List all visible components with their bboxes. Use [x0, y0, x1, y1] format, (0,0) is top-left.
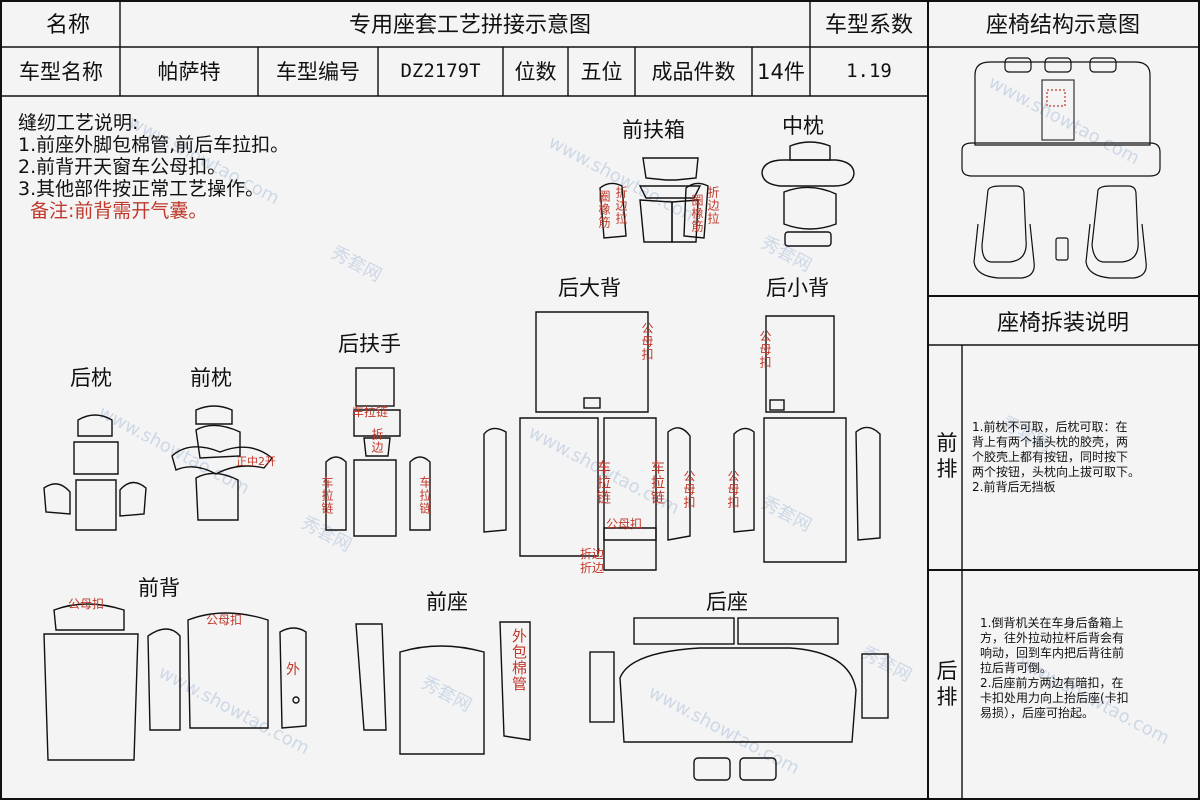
seat-structure-sketch: [961, 57, 1161, 279]
annotation-front-pillow-open: 正中2开: [236, 455, 276, 468]
rear-row-instructions: 1.倒背机关在车身后备箱上 方，往外拉动拉杆后背会有 响动，回到车内把后背往前 …: [980, 616, 1194, 721]
instruction-line: 2.后座前方两边有暗扣，在: [980, 676, 1124, 690]
instruction-line: 易损），后座可抬起。: [980, 706, 1095, 720]
annotation-armrest-fold: 折边: [370, 428, 384, 454]
annotation-armrest-zipper-right: 车拉链: [418, 476, 432, 515]
annotation-outer-cotton-tube: 外包棉管: [510, 628, 528, 692]
front-pillow-pieces: [171, 405, 273, 521]
annotation-outer: 外: [286, 662, 300, 678]
page-title: 专用座套工艺拼接示意图: [348, 13, 591, 38]
rear-row-label: 后排: [936, 659, 958, 709]
instruction-line: 方，往外拉动拉杆后背会有: [980, 631, 1125, 645]
disassembly-title: 座椅拆装说明: [996, 310, 1129, 336]
annotation-armrest-zipper: 车拉链: [352, 405, 389, 419]
instruction-line: 背上有两个插头枕的胶壳，两: [972, 435, 1129, 449]
part-label-middle-pillow: 中枕: [782, 114, 824, 138]
front-seat-pieces: [355, 621, 531, 755]
part-label-front-back: 前背: [138, 576, 180, 600]
part-label-rear-seat: 后座: [706, 590, 748, 614]
annotation-buckle-big-side: 公母扣: [682, 470, 696, 509]
structure-title: 座椅结构示意图: [985, 13, 1140, 38]
instruction-line: 卡扣处用力向上抬后座(卡扣: [980, 691, 1129, 705]
annotation-fold-edge-right: 折边拉: [706, 186, 720, 225]
model-no-value: DZ2179T: [400, 60, 481, 82]
instruction-line: 1.前枕不可取，后枕可取：在: [972, 420, 1128, 434]
notes-item: 1.前座外脚包棉管,前后车拉扣。: [18, 134, 290, 156]
name-label: 名称: [45, 13, 90, 38]
model-no-label: 车型编号: [276, 60, 360, 84]
annotation-armrest-zipper-left: 车拉链: [320, 476, 334, 515]
coef-value: 1.19: [846, 60, 892, 82]
part-label-rear-big-back: 后大背: [558, 276, 621, 300]
annotation-buckle-small-back: 公母扣: [758, 330, 772, 369]
annotation-buckle-small-side: 公母扣: [726, 470, 740, 509]
rear-pillow-pieces: [43, 414, 147, 531]
annotation-fold-1: 折边: [580, 547, 605, 561]
model-name-label: 车型名称: [19, 60, 103, 84]
annotation-buckle-big-back: 公母扣: [640, 322, 654, 361]
rear-armrest-pieces: [325, 367, 431, 537]
notes-item: 3.其他部件按正常工艺操作。: [18, 178, 265, 200]
rear-big-back-pieces: [483, 311, 691, 571]
annotation-fold-2: 折边: [580, 561, 605, 575]
model-name-value: 帕萨特: [157, 60, 221, 84]
front-row-label: 前排: [936, 431, 958, 481]
instruction-line: 两个按钮，头枕向上拔可取下。: [972, 465, 1141, 479]
annotation-buckle-big-bottom: 公母扣: [606, 517, 643, 531]
seats-label: 位数: [514, 60, 557, 84]
instruction-line: 拉后背可倒。: [980, 661, 1053, 675]
annotation-front-back-buckle-2: 公母扣: [206, 613, 243, 627]
instruction-line: 响动，回到车内把后背往前: [980, 646, 1125, 660]
notes-item: 2.前背开天窗车公母扣。: [18, 156, 227, 178]
notes-title: 缝纫工艺说明:: [18, 112, 139, 134]
annotation-zipper-big-right: 车拉链: [649, 460, 665, 505]
part-label-rear-small-back: 后小背: [766, 276, 829, 300]
seats-value: 五位: [580, 60, 623, 84]
notes-remark: 备注:前背需开气囊。: [30, 200, 208, 222]
front-row-instructions: 1.前枕不可取，后枕可取：在 背上有两个插头枕的胶壳，两 个胶壳上都有按钮，同时…: [972, 420, 1196, 495]
instruction-line: 2.前背后无挡板: [972, 480, 1056, 494]
rear-seat-pieces: [589, 617, 889, 781]
front-back-pieces: [43, 603, 307, 761]
middle-pillow-pieces: [761, 141, 855, 247]
part-label-rear-pillow: 后枕: [70, 366, 112, 390]
part-label-front-pillow: 前枕: [190, 366, 232, 390]
pieces-value: 14件: [757, 60, 805, 84]
part-label-front-armrest: 前扶箱: [622, 118, 685, 142]
instruction-line: 1.倒背机关在车身后备箱上: [980, 616, 1124, 630]
pieces-label: 成品件数: [651, 60, 736, 84]
part-label-rear-armrest: 后扶手: [338, 332, 401, 356]
annotation-circle-rubber-left: 圈橡筋: [597, 190, 611, 229]
instruction-line: 个胶壳上都有按钮，同时按下: [972, 450, 1129, 464]
part-label-front-seat: 前座: [426, 590, 468, 614]
front-armrest-pieces: [599, 157, 709, 243]
rear-small-back-pieces: [733, 315, 881, 563]
annotation-fold-edge-left: 折边拉: [614, 186, 628, 225]
annotation-circle-rubber-right: 圈橡筋: [690, 194, 704, 233]
annotation-front-back-buckle: 公母扣: [68, 597, 105, 611]
coef-label: 车型系数: [824, 13, 913, 38]
annotation-zipper-big-left: 车拉链: [595, 460, 611, 505]
sewing-notes: 缝纫工艺说明: 1.前座外脚包棉管,前后车拉扣。 2.前背开天窗车公母扣。 3.…: [18, 112, 289, 222]
